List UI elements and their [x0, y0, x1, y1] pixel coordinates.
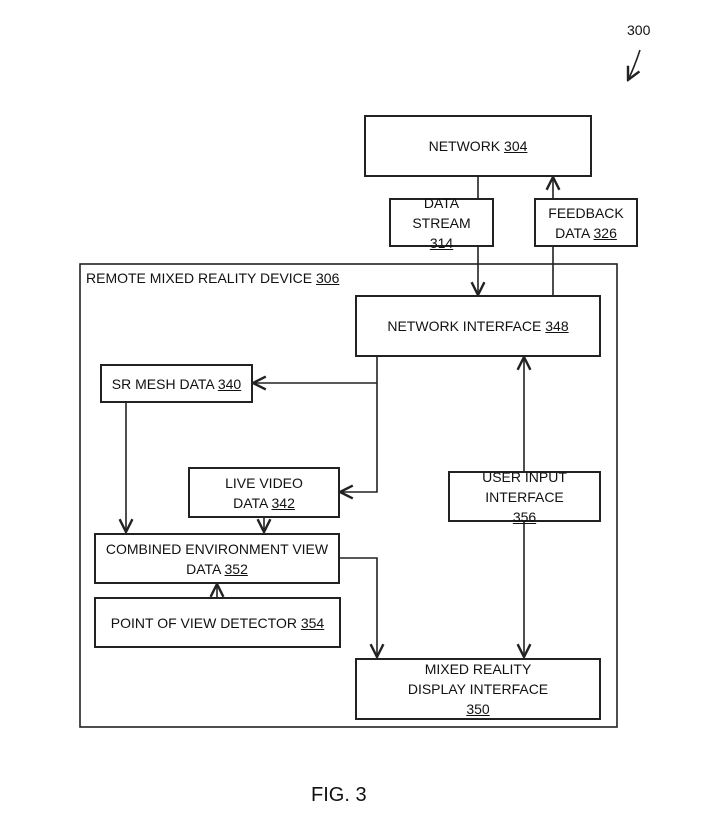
device-label: REMOTE MIXED REALITY DEVICE 306	[86, 270, 340, 286]
figure-caption: FIG. 3	[311, 784, 367, 806]
figure-ref: 300	[627, 22, 651, 38]
data-stream-box: DATA STREAM 314	[389, 195, 494, 251]
pov-detector-box: POINT OF VIEW DETECTOR 354	[94, 597, 341, 648]
user-input-box: USER INPUT INTERFACE 356	[448, 469, 601, 525]
sr-mesh-box: SR MESH DATA 340	[100, 364, 253, 403]
mr-display-box: MIXED REALITY DISPLAY INTERFACE 350	[355, 658, 601, 720]
combined-view-box: COMBINED ENVIRONMENT VIEW DATA 352	[94, 533, 340, 584]
feedback-box: FEEDBACK DATA 326	[534, 198, 638, 247]
figure-ref-arrow	[628, 49, 641, 80]
arrow-to-live-video	[340, 356, 378, 492]
arrow-combined-to-display	[339, 557, 377, 657]
network-interface-box: NETWORK INTERFACE 348	[355, 295, 601, 357]
device-outline	[79, 263, 618, 728]
network-box: NETWORK 304	[364, 115, 592, 177]
live-video-box: LIVE VIDEO DATA 342	[188, 467, 340, 518]
